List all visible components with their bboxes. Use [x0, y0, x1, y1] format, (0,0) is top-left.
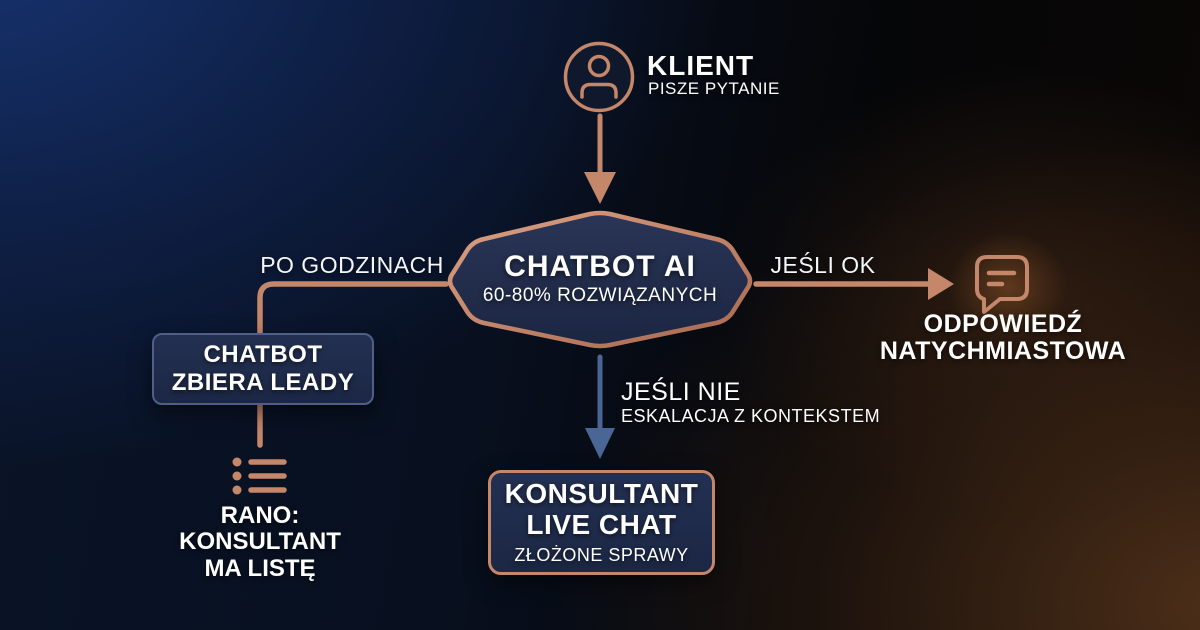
chatbot-hexagon — [447, 210, 753, 349]
leady-line2: ZBIERA LEADY — [171, 369, 355, 396]
list-icon — [232, 457, 287, 495]
node-odpowiedz-label: ODPOWIEDŹ NATYCHMIASTOWA — [878, 311, 1128, 365]
klient-title: KLIENT — [647, 50, 755, 81]
rano-line2: KONSULTANT — [179, 528, 341, 556]
user-icon — [563, 41, 635, 113]
edge-label-po-godzinach: PO GODZINACH — [260, 252, 444, 278]
node-rano-label: RANO: KONSULTANT MA LISTĘ — [150, 502, 370, 582]
edge-label-jesli-nie: JEŚLI NIE — [621, 378, 741, 406]
klient-subtitle: PISZE PYTANIE — [648, 79, 780, 98]
rano-line1: RANO: — [220, 502, 300, 529]
warm-glow — [948, 232, 1068, 342]
node-konsultant-live-chat: KONSULTANT LIVE CHAT ZŁOŻONE SPRAWY — [488, 470, 715, 575]
jesli-nie-arrow — [585, 354, 615, 459]
chat-bubble-icon — [975, 255, 1029, 314]
leady-line1: CHATBOT — [203, 341, 323, 369]
node-chatbot-zbiera-leady: CHATBOT ZBIERA LEADY — [152, 333, 374, 405]
rano-line3: MA LISTĘ — [204, 554, 316, 582]
konsultant-line3: ZŁOŻONE SPRAWY — [514, 544, 689, 565]
konsultant-line2: LIVE CHAT — [526, 509, 677, 540]
chatbot-title: CHATBOT AI — [504, 250, 696, 283]
edge-label-eskalacja: ESKALACJA Z KONTEKSTEM — [621, 406, 881, 426]
klient-to-chatbot-arrow — [584, 113, 616, 204]
odpowiedz-line1: ODPOWIEDŹ — [923, 310, 1083, 338]
jesli-ok-arrow — [753, 268, 954, 300]
po-godzinach-connector — [257, 281, 449, 337]
odpowiedz-line2: NATYCHMIASTOWA — [879, 337, 1127, 365]
chatbot-subtitle: 60-80% ROZWIĄZANYCH — [482, 285, 718, 306]
edge-label-jesli-ok: JEŚLI OK — [770, 252, 876, 278]
konsultant-line1: KONSULTANT — [504, 478, 699, 510]
